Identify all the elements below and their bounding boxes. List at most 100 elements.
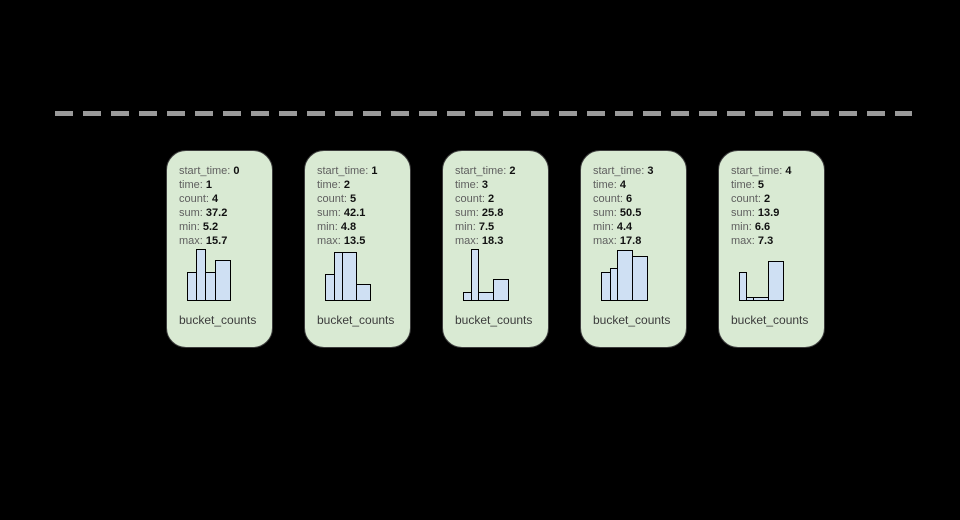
field-line-time: time: 5: [731, 178, 816, 192]
bucket-counts-label: bucket_counts: [317, 313, 395, 327]
field-label: max:: [593, 235, 617, 247]
field-label: count:: [731, 193, 761, 205]
field-value: 2: [509, 165, 516, 177]
field-line-time: time: 1: [179, 178, 264, 192]
field-line-time: time: 2: [317, 178, 402, 192]
field-label: min:: [455, 221, 476, 233]
bucket-bar: [493, 279, 509, 301]
field-value: 5: [350, 193, 357, 205]
field-value: 7.3: [757, 235, 774, 247]
field-label: time:: [593, 179, 617, 191]
field-value: 5: [757, 179, 765, 191]
field-value: 5.2: [202, 221, 219, 233]
field-line-start_time: start_time: 4: [731, 164, 816, 178]
field-line-max: max: 17.8: [593, 234, 678, 248]
field-value: 37.2: [205, 207, 228, 219]
bucket-bar: [617, 250, 633, 301]
field-label: start_time:: [455, 165, 507, 177]
field-label: max:: [455, 235, 479, 247]
field-value: 4.4: [616, 221, 633, 233]
bucket-counts-histogram: [463, 248, 540, 301]
field-line-sum: sum: 13.9: [731, 206, 816, 220]
field-label: time:: [455, 179, 479, 191]
field-label: min:: [731, 221, 752, 233]
field-line-count: count: 4: [179, 192, 264, 206]
field-line-start_time: start_time: 1: [317, 164, 402, 178]
field-line-time: time: 3: [455, 178, 540, 192]
bucket-counts-label: bucket_counts: [455, 313, 533, 327]
bucket-counts-label: bucket_counts: [731, 313, 809, 327]
field-line-sum: sum: 50.5: [593, 206, 678, 220]
bucket-bar: [478, 292, 494, 301]
bucket-counts-histogram: [601, 248, 678, 301]
field-value: 25.8: [481, 207, 504, 219]
field-line-count: count: 5: [317, 192, 402, 206]
field-value: 3: [647, 165, 654, 177]
field-line-max: max: 18.3: [455, 234, 540, 248]
field-value: 50.5: [619, 207, 642, 219]
bucket-counts-histogram: [325, 248, 402, 301]
field-line-min: min: 4.8: [317, 220, 402, 234]
field-label: count:: [455, 193, 485, 205]
field-line-min: min: 7.5: [455, 220, 540, 234]
field-label: start_time:: [731, 165, 783, 177]
field-line-count: count: 2: [731, 192, 816, 206]
field-line-start_time: start_time: 3: [593, 164, 678, 178]
bucket-bar: [768, 261, 784, 301]
field-value: 2: [343, 179, 351, 191]
field-line-sum: sum: 42.1: [317, 206, 402, 220]
bucket-counts-label: bucket_counts: [179, 313, 257, 327]
field-label: sum:: [317, 207, 341, 219]
field-label: max:: [317, 235, 341, 247]
field-value: 15.7: [205, 235, 228, 247]
field-line-min: min: 6.6: [731, 220, 816, 234]
field-line-sum: sum: 25.8: [455, 206, 540, 220]
bucket-bar: [739, 272, 747, 301]
field-label: max:: [731, 235, 755, 247]
field-line-count: count: 2: [455, 192, 540, 206]
field-line-max: max: 13.5: [317, 234, 402, 248]
field-line-max: max: 7.3: [731, 234, 816, 248]
field-label: time:: [317, 179, 341, 191]
field-value: 18.3: [481, 235, 504, 247]
field-label: min:: [317, 221, 338, 233]
field-label: sum:: [455, 207, 479, 219]
bucket-bar: [471, 249, 479, 301]
field-value: 2: [488, 193, 495, 205]
field-value: 7.5: [478, 221, 495, 233]
field-value: 6.6: [754, 221, 771, 233]
field-value: 4: [212, 193, 219, 205]
bucket-counts-histogram: [739, 248, 816, 301]
field-line-start_time: start_time: 2: [455, 164, 540, 178]
bucket-bar: [356, 284, 371, 301]
field-label: sum:: [731, 207, 755, 219]
field-value: 6: [626, 193, 633, 205]
bucket-bar: [215, 260, 231, 301]
field-line-start_time: start_time: 0: [179, 164, 264, 178]
field-label: start_time:: [593, 165, 645, 177]
bucket-bar: [342, 252, 357, 301]
field-line-min: min: 4.4: [593, 220, 678, 234]
field-value: 1: [205, 179, 213, 191]
field-value: 1: [371, 165, 378, 177]
field-label: count:: [593, 193, 623, 205]
field-value: 4: [785, 165, 792, 177]
field-line-sum: sum: 37.2: [179, 206, 264, 220]
field-value: 17.8: [619, 235, 642, 247]
bucket-bar: [753, 297, 769, 301]
field-line-time: time: 4: [593, 178, 678, 192]
bucket-bar: [632, 256, 648, 301]
field-label: min:: [593, 221, 614, 233]
field-label: start_time:: [179, 165, 231, 177]
field-label: sum:: [593, 207, 617, 219]
field-value: 3: [481, 179, 489, 191]
